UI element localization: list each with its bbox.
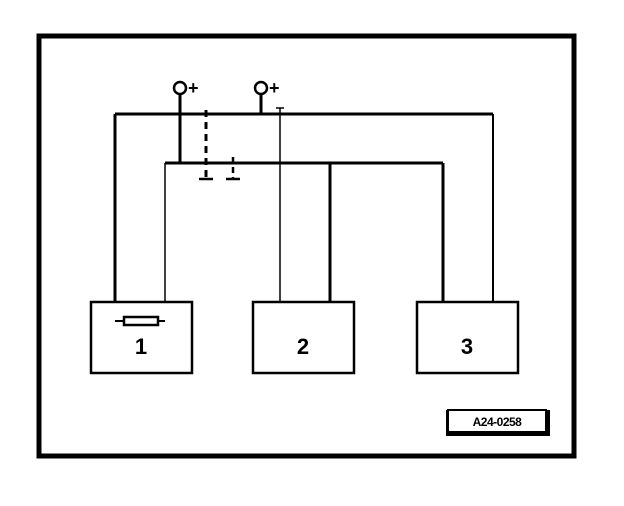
terminal-circle-icon bbox=[253, 80, 269, 96]
component-2: 2 bbox=[251, 300, 356, 375]
component-3-label: 3 bbox=[461, 334, 473, 359]
terminal-plus-label: + bbox=[188, 78, 199, 98]
component-3: 3 bbox=[415, 300, 520, 375]
reference-code-box: A24-0258 bbox=[446, 409, 550, 436]
resistor-icon bbox=[122, 315, 160, 327]
component-2-box bbox=[251, 300, 356, 375]
terminal-plus-label: + bbox=[269, 78, 280, 98]
reference-code: A24-0258 bbox=[473, 415, 523, 429]
ground-symbol-2-icon bbox=[226, 157, 240, 181]
diagram-frame bbox=[36, 33, 577, 459]
terminal-circle-icon bbox=[172, 80, 188, 96]
component-3-box bbox=[415, 300, 520, 375]
supply-terminal-1: + bbox=[172, 78, 199, 163]
component-1-label: 1 bbox=[135, 334, 147, 359]
component-1-box bbox=[89, 300, 194, 375]
component-2-label: 2 bbox=[297, 334, 309, 359]
ground-symbol-1-icon bbox=[199, 110, 213, 181]
component-1: 1 bbox=[89, 300, 194, 375]
supply-terminal-2: + bbox=[253, 78, 280, 114]
